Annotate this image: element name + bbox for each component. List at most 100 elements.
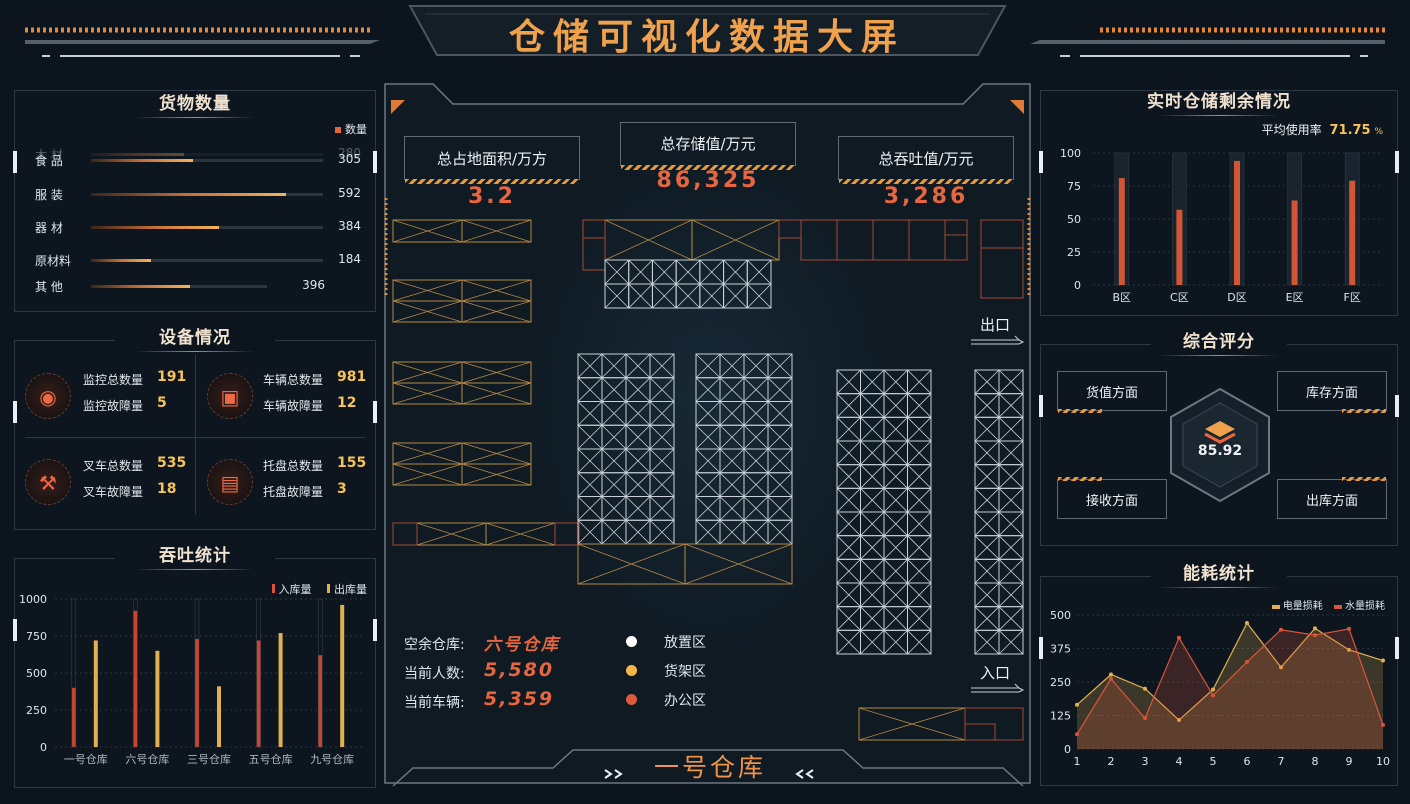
eq-label: 托盘总数量 (263, 459, 324, 473)
bar-track (256, 598, 261, 748)
placement-grid (675, 283, 701, 309)
office-block (944, 219, 968, 261)
placement-grid (625, 401, 651, 426)
office-block (800, 219, 838, 261)
series-point (1177, 718, 1181, 723)
equipment-title: 设备情况 (115, 323, 275, 352)
placement-grid (625, 424, 651, 450)
bar (1234, 160, 1240, 285)
placement-grid (719, 472, 745, 497)
exit-arrow (971, 335, 1025, 345)
placement-grid (743, 472, 769, 497)
office-block (980, 247, 1024, 299)
x-tick-label: 6 (1244, 755, 1251, 768)
entry-label: 入口 (980, 664, 1011, 682)
placement-grid (767, 472, 793, 497)
placement-grid (974, 369, 1000, 394)
placement-grid (743, 377, 769, 402)
placement-grid (695, 448, 721, 474)
energy-legend: 电量损耗 水量损耗 (1271, 597, 1385, 612)
placement-grid (836, 417, 861, 442)
eq-value: 535 (157, 455, 187, 471)
placement-grid (625, 448, 651, 474)
placement-grid (998, 417, 1024, 442)
placement-grid (883, 393, 908, 418)
placement-grid (836, 535, 861, 560)
placement-grid (860, 440, 885, 465)
y-tick-label: 100 (1060, 147, 1081, 160)
placement-grid (577, 448, 603, 474)
placement-grid (625, 519, 651, 545)
office-block (392, 522, 418, 546)
goods-bar (91, 285, 190, 288)
bar-inbound (133, 610, 138, 747)
placement-grid (719, 424, 745, 450)
placement-grid (699, 259, 724, 285)
placement-grid (695, 424, 721, 450)
goods-bar (91, 226, 219, 229)
x-tick-label: 六号仓库 (125, 752, 169, 766)
shelf-rack (461, 382, 532, 405)
placement-grid (719, 401, 745, 426)
series-line (1076, 628, 1384, 735)
placement-grid (628, 259, 653, 285)
placement-grid (836, 630, 861, 655)
series-point (1109, 672, 1113, 677)
bar-outbound (217, 686, 221, 747)
exit-label: 出口 (980, 316, 1011, 334)
info-value: 5,359 (484, 688, 555, 710)
office-block (964, 723, 996, 741)
placement-grid (860, 369, 885, 394)
goods-legend: 数量 (335, 121, 367, 137)
shelf-rack (461, 219, 532, 243)
placement-grid (998, 559, 1024, 584)
shelf-rack (416, 522, 487, 546)
placement-grid (860, 464, 885, 489)
frame-tick (1395, 637, 1399, 659)
center-frame (384, 83, 1031, 784)
goods-title: 货物数量 (15, 89, 375, 118)
placement-grid (719, 496, 745, 521)
placement-grid (625, 472, 651, 497)
x-tick-label: 9 (1346, 755, 1353, 768)
placement-grid (998, 630, 1024, 655)
placement-grid (695, 377, 721, 402)
score-item: 出库方面 (1277, 477, 1387, 519)
avg-usage: 平均使用率 71.75 % (1261, 123, 1383, 138)
y-tick-label: 250 (1050, 676, 1071, 689)
legend-dot (626, 665, 637, 676)
eq-label: 车辆故障量 (263, 399, 324, 413)
bar-inbound (318, 655, 323, 747)
placement-grid (974, 630, 1000, 655)
eq-value: 18 (157, 481, 177, 497)
eq-value: 5 (157, 395, 167, 411)
shelf-rack (461, 361, 532, 384)
score-item: 接收方面 (1057, 477, 1167, 519)
shelf-rack (392, 219, 463, 243)
series-point (1177, 635, 1181, 640)
placement-grid (747, 283, 772, 309)
placement-grid (907, 417, 932, 442)
truck-icon: ▣ (207, 373, 253, 419)
placement-grid (767, 424, 793, 450)
divider (25, 437, 365, 438)
placement-grid (836, 440, 861, 465)
placement-grid (860, 606, 885, 631)
eq-value: 981 (337, 369, 367, 385)
placement-grid (860, 488, 885, 513)
placement-grid (743, 496, 769, 521)
shelf-rack (461, 279, 532, 302)
series-point (1313, 626, 1317, 631)
placement-grid (743, 353, 769, 379)
frame-tick (1039, 395, 1043, 417)
placement-grid (577, 472, 603, 497)
placement-grid (649, 424, 675, 450)
placement-grid (746, 283, 772, 309)
forklift-icon: ⚒ (25, 459, 71, 505)
placement-grid (998, 464, 1024, 489)
